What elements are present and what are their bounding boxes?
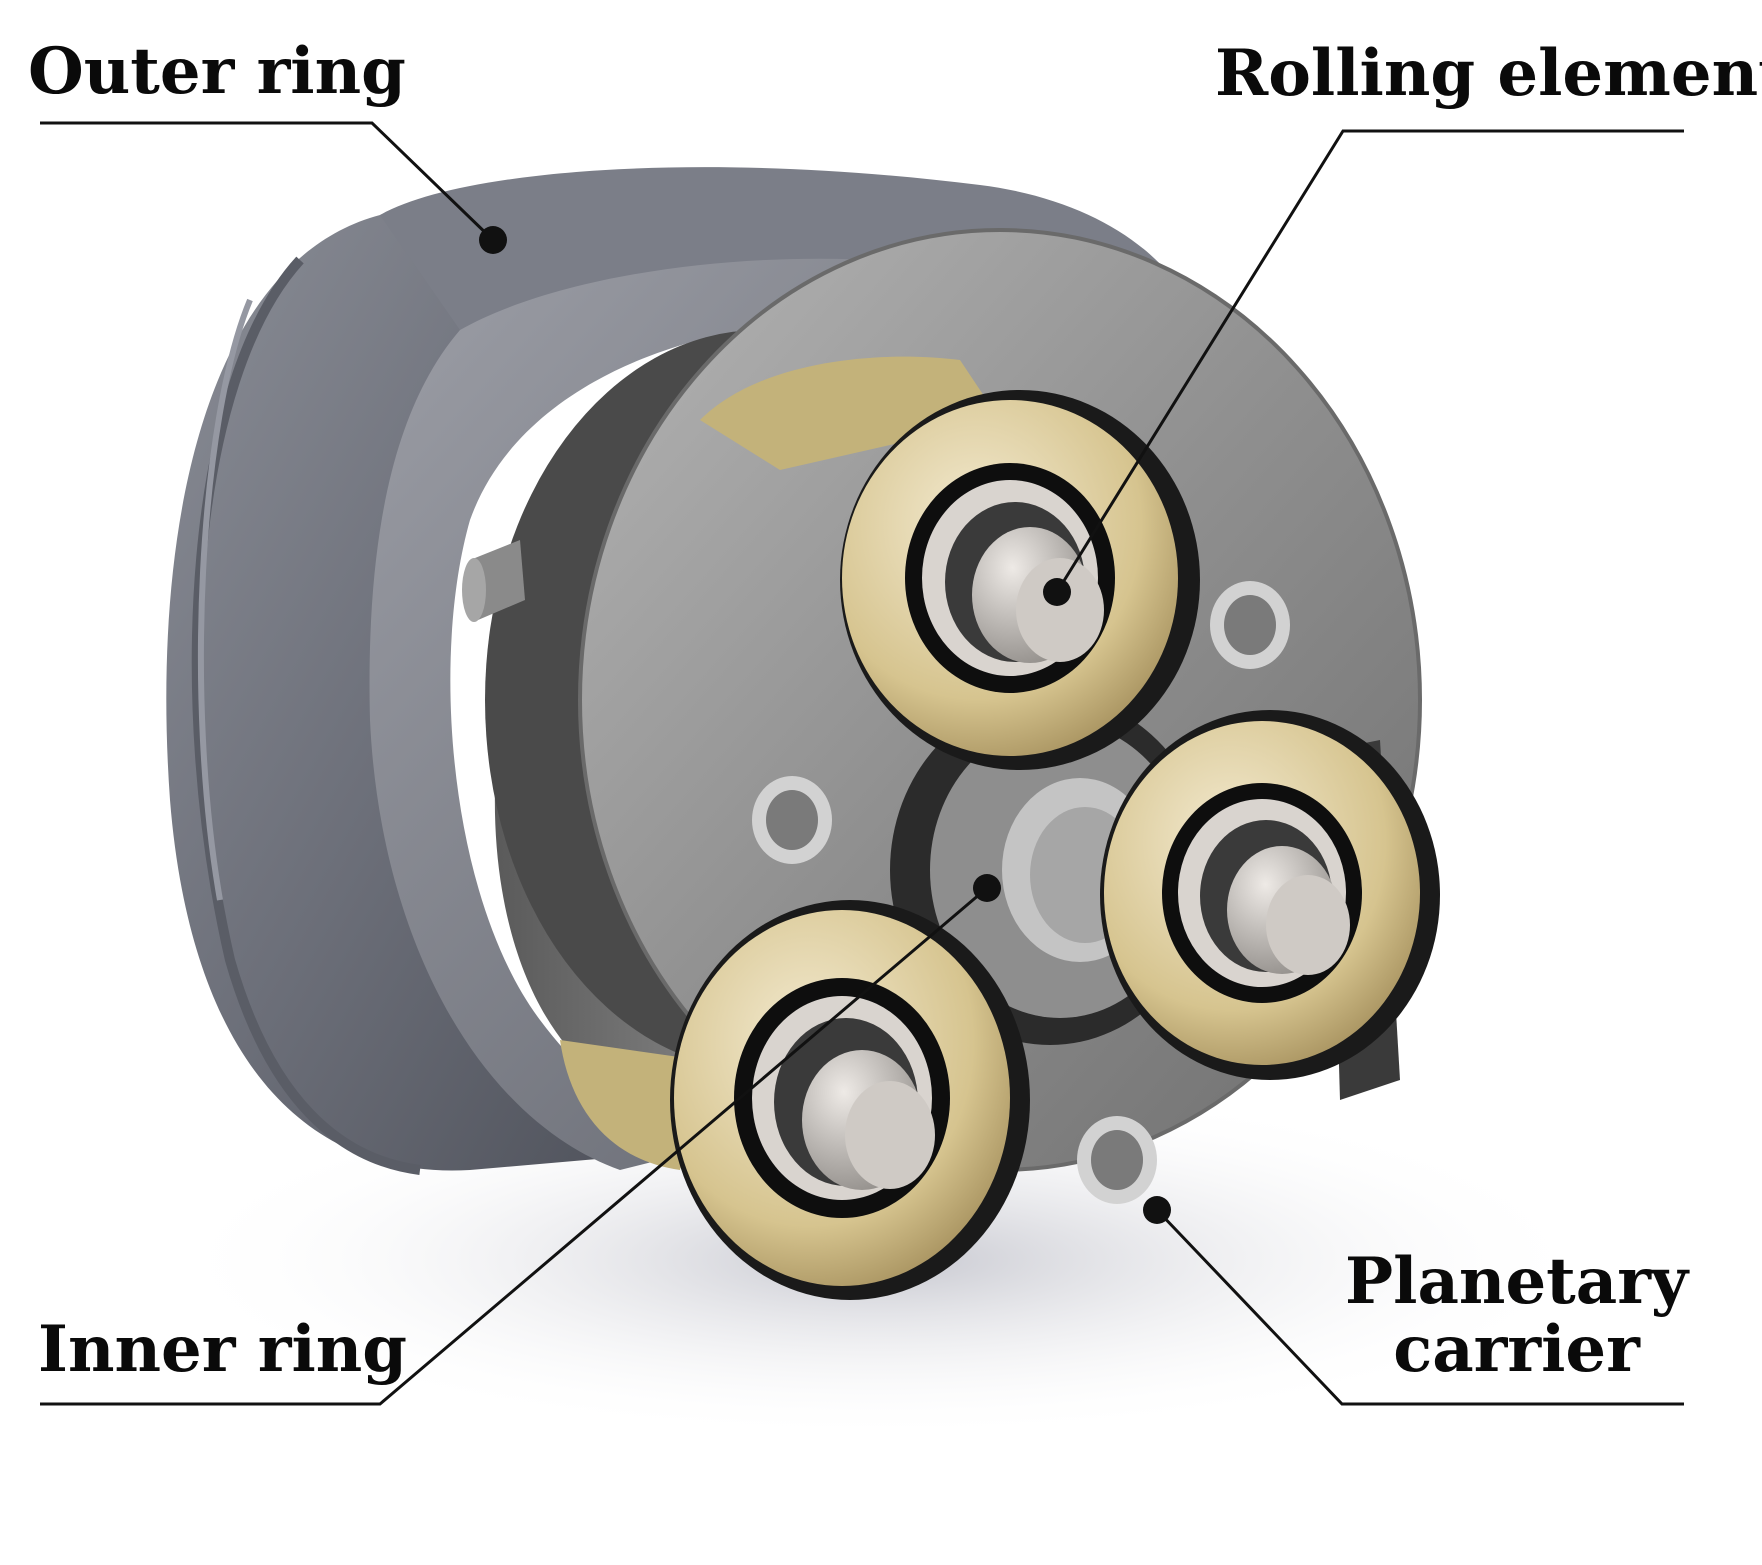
leader-inner-ring	[40, 874, 1001, 1406]
label-planetary-carrier: Planetary carrier	[1345, 1248, 1688, 1384]
label-planetary-carrier-line2: carrier	[1393, 1311, 1640, 1387]
tapped-hole	[1210, 581, 1290, 669]
rolling-element-right	[1100, 710, 1440, 1100]
leader-outer-ring	[40, 121, 507, 254]
label-inner-ring: Inner ring	[38, 1312, 408, 1387]
tapped-hole	[1077, 1116, 1157, 1204]
label-rolling-element: Rolling element	[1215, 36, 1762, 111]
label-outer-ring: Outer ring	[28, 34, 406, 109]
rolling-element-bottom	[560, 900, 1030, 1300]
leader-rolling-element	[1043, 129, 1684, 606]
rolling-element-top	[700, 356, 1200, 770]
tapped-hole	[752, 776, 832, 864]
label-planetary-carrier-line1: Planetary	[1345, 1244, 1689, 1319]
leader-planetary-carrier	[1143, 1196, 1684, 1406]
